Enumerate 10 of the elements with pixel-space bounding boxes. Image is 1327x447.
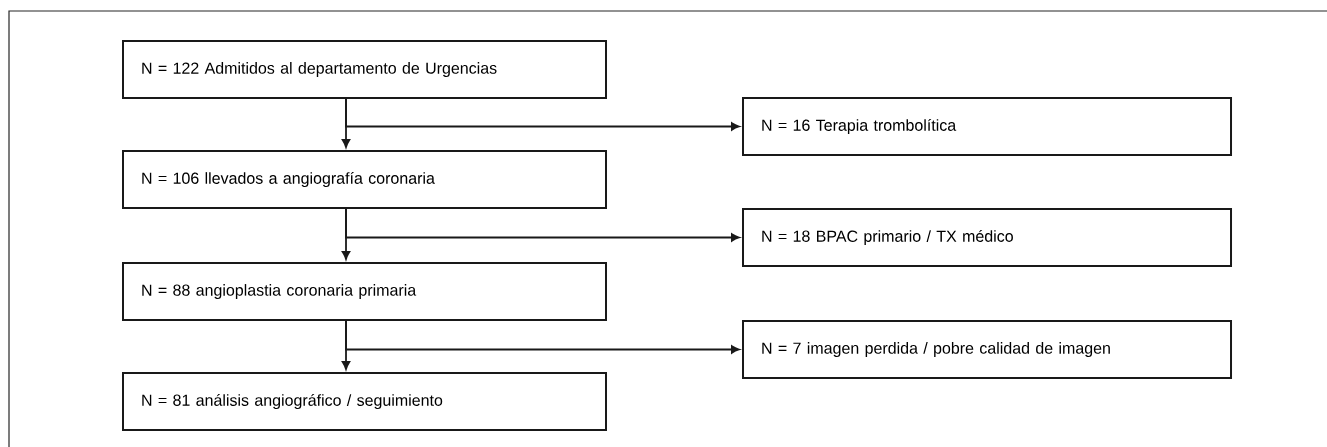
process-box: N = 88 angioplastia coronaria primaria	[122, 262, 607, 321]
process-box: N = 18 BPAC primario / TX médico	[742, 208, 1232, 267]
process-box: N = 122 Admitidos al departamento de Urgencias	[122, 40, 607, 99]
arrow	[345, 208, 740, 242]
process-box: N = 81 análisis angiográfico / seguimiento	[122, 372, 607, 431]
arrow	[345, 320, 740, 354]
process-box: N = 7 imagen perdida / pobre calidad de imagen	[742, 320, 1232, 379]
process-box: N = 106 llevados a angiografía coronaria	[122, 150, 607, 209]
arrow	[345, 98, 740, 131]
process-box: N = 16 Terapia trombolítica	[742, 97, 1232, 156]
